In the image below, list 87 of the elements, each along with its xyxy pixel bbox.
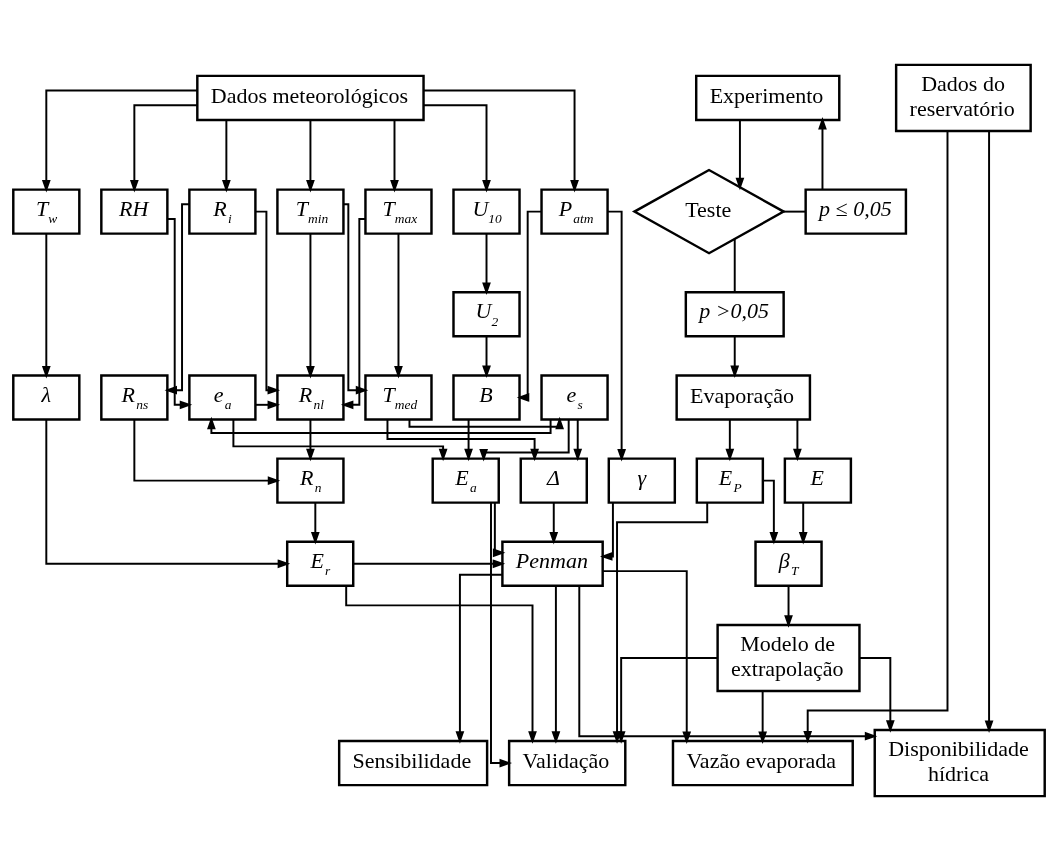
node-box: e$_{s}$ (540, 374, 609, 421)
node-box: R$_{n}$ (276, 457, 345, 504)
connector (733, 238, 736, 294)
node-box: Experimento (695, 74, 841, 122)
arrow (342, 203, 369, 395)
arrow (340, 218, 367, 410)
arrow (758, 690, 768, 744)
arrow (41, 232, 51, 379)
node-box: U$_{10}$ (452, 188, 521, 235)
arrow (133, 418, 281, 485)
arrow (551, 584, 561, 744)
arrow (735, 119, 745, 191)
node-box: Validação (507, 739, 627, 787)
arrow (793, 418, 802, 462)
arrow (306, 119, 315, 193)
arrow (394, 232, 403, 379)
arrow (730, 335, 740, 379)
node-box: Δ (519, 457, 588, 504)
node-box: T$_{med}$ (364, 374, 433, 421)
arrow (858, 656, 895, 733)
node-box: E$_{P}$ (695, 457, 765, 504)
node-diamond: Teste (631, 168, 787, 255)
node-box: p >0,05 (684, 291, 785, 338)
arrow (479, 418, 570, 462)
arrow (482, 335, 491, 379)
arrow (784, 585, 793, 628)
arrow (232, 418, 448, 462)
node-box: e$_{a}$ (188, 374, 257, 421)
node-box: Dados do reservatório (894, 63, 1032, 133)
arrow (762, 479, 779, 545)
node-box: R$_{i}$ (188, 188, 257, 235)
arrow (408, 416, 564, 430)
node-box: γ (607, 457, 677, 504)
node-box: U$_{2}$ (452, 291, 521, 338)
arrow (464, 418, 473, 462)
arrow (578, 585, 878, 741)
arrow (306, 418, 315, 462)
arrow (573, 418, 583, 462)
connector (782, 210, 807, 213)
arrow (606, 210, 626, 462)
arrow (41, 89, 199, 193)
arrow (482, 232, 491, 296)
arrow (306, 232, 315, 379)
arrow (516, 210, 543, 402)
node-box: T$_{w}$ (12, 188, 81, 235)
node-box: P$_{atm}$ (540, 188, 609, 235)
arrow (818, 116, 827, 191)
arrow (345, 585, 537, 744)
arrow (254, 210, 281, 395)
node-box: Penman (501, 540, 604, 587)
arrow (549, 501, 559, 545)
node-box: B (452, 374, 521, 421)
node-box: Evaporação (675, 374, 812, 421)
node-box: Disponibilidade hídrica (873, 728, 1046, 798)
node-box: λ (12, 374, 81, 421)
arrow (352, 559, 506, 569)
arrow (45, 418, 291, 569)
arrow (222, 119, 231, 193)
node-box: β$_{T}$ (754, 540, 823, 587)
arrow (984, 130, 994, 733)
arrow (599, 502, 614, 561)
arrow (254, 400, 281, 410)
arrow (207, 416, 552, 434)
arrow (310, 501, 320, 545)
node-box: E$_{r}$ (285, 540, 355, 587)
node-box: R$_{ns}$ (100, 374, 169, 421)
node-box: p ≤ 0,05 (804, 188, 908, 235)
arrow (492, 501, 506, 558)
node-box: Dados meteorológicos (196, 74, 425, 122)
node-box: T$_{min}$ (276, 188, 345, 235)
arrow (422, 89, 579, 193)
arrow (455, 573, 503, 744)
node-box: Vazão evaporada (671, 739, 854, 787)
node-box: RH (100, 188, 169, 235)
arrow (129, 104, 198, 193)
node-box: E$_{a}$ (431, 457, 500, 504)
node-box: Sensibilidade (337, 739, 489, 787)
node-box: T$_{max}$ (364, 188, 433, 235)
arrow (422, 104, 491, 193)
arrow (390, 119, 399, 193)
arrow (490, 501, 513, 768)
node-box: Modelo de extrapolação (716, 623, 861, 693)
node-box: R$_{nl}$ (276, 374, 345, 421)
node-box: E (783, 457, 853, 504)
arrow (725, 418, 735, 462)
arrow (386, 418, 539, 462)
arrow (798, 501, 808, 545)
